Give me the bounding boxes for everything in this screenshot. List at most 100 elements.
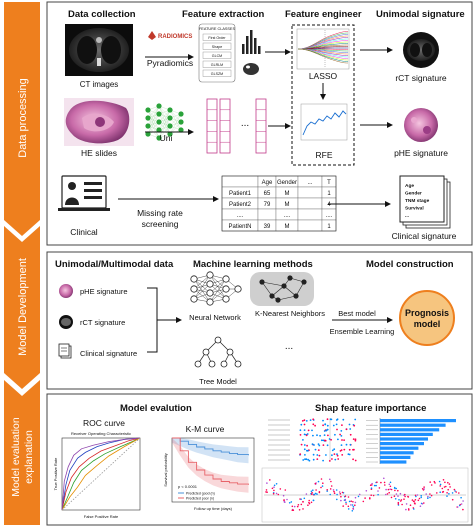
shap-dependence-point <box>446 492 448 494</box>
shap-point <box>348 423 351 426</box>
shap-dependence-point <box>308 499 311 502</box>
doc-line: Age <box>405 183 414 189</box>
shap-point <box>319 434 321 437</box>
shap-dependence-point <box>357 495 360 498</box>
knn-edge <box>261 281 285 287</box>
km-confidence-band <box>172 438 249 493</box>
shap-dependence-point <box>300 503 303 506</box>
shap-point <box>353 448 355 451</box>
stage-tab-data-processing: Data processing <box>4 2 40 236</box>
shap-bar <box>380 460 407 464</box>
shap-point <box>301 420 304 422</box>
neural-network-icon <box>190 271 242 306</box>
knn-node <box>259 279 265 285</box>
phe-signature-small-icon <box>59 284 73 298</box>
shap-dependence-point <box>442 479 445 481</box>
shap-point <box>326 418 329 421</box>
shap-dependence-point <box>312 489 314 492</box>
km-chart: Follow up time (days) Survival probabili… <box>163 437 255 511</box>
shap-bar <box>380 428 440 432</box>
stage-tab-shape <box>4 226 40 389</box>
shap-dependence-point <box>339 492 342 495</box>
nn-node <box>234 285 242 293</box>
prognosis-model-node: Prognosis model <box>399 290 455 346</box>
roc-chart: Receiver Operating Characteristic False … <box>53 431 141 519</box>
shap-dependence-point <box>436 492 438 494</box>
uni-node <box>156 127 162 133</box>
header-feature-extraction: Feature extraction <box>182 9 265 20</box>
shap-point <box>303 433 306 436</box>
shap-dependence-point <box>347 496 350 498</box>
shap-point <box>354 438 357 441</box>
shap-dependence-point <box>310 490 313 493</box>
shap-point <box>349 443 352 446</box>
shap-dependence-point <box>347 505 350 508</box>
uni-edge <box>158 117 171 139</box>
nn-node <box>222 275 230 283</box>
shap-dependence-point <box>417 499 420 502</box>
tree-model-label: Tree Model <box>199 377 237 386</box>
shap-dependence-point <box>416 494 419 496</box>
shap-dependence-point <box>398 499 400 501</box>
shap-point <box>343 439 345 441</box>
stage-label-line2: explanation <box>23 430 35 484</box>
shap-dependence-point <box>271 487 274 490</box>
shap-dependence-point <box>296 505 299 508</box>
shap-dependence-point <box>330 480 332 483</box>
shap-point <box>303 448 306 451</box>
clinical-signature-small-label: Clinical signature <box>80 349 137 358</box>
shap-dependence-point <box>354 504 356 507</box>
doc-line: TNM stage <box>405 198 430 204</box>
shap-dependence-point <box>329 478 331 481</box>
shap-dependence-point <box>388 483 391 486</box>
shap-dependence-point <box>273 484 276 487</box>
shap-dependence-point <box>273 489 275 492</box>
knn-node <box>293 293 299 299</box>
shap-dependence-point <box>444 481 446 484</box>
feature-class-chip <box>202 42 232 50</box>
patch-column <box>255 98 267 154</box>
shap-dependence-point <box>433 480 436 483</box>
feature-class-label: First Order <box>208 36 226 40</box>
shap-point <box>303 419 306 422</box>
shap-dependence-point <box>454 490 456 492</box>
shap-dependence-point <box>310 501 313 504</box>
shap-point <box>314 424 316 427</box>
shap-dependence-point <box>272 492 275 495</box>
shap-dependence-point <box>362 500 365 503</box>
km-legend: Predicted good (n) Predicted poor (n) <box>178 492 215 501</box>
shap-point <box>306 444 308 447</box>
shap-point <box>353 424 356 427</box>
shap-dependence-point <box>318 491 321 494</box>
lasso-path <box>297 48 349 58</box>
shap-point <box>331 458 333 460</box>
input-bracket <box>147 287 158 353</box>
shap-dependence-point <box>350 500 353 503</box>
shap-point <box>317 443 320 445</box>
roc-title: Receiver Operating Characteristic <box>71 431 131 436</box>
uni-node <box>145 115 151 121</box>
shap-point <box>306 433 309 435</box>
shap-dependence-point <box>447 481 449 484</box>
lasso-path <box>297 48 349 61</box>
shap-dependence-point <box>344 499 347 502</box>
shap-dependence-point <box>265 491 267 493</box>
roc-xlabel: False Positive Rate <box>84 514 119 519</box>
shap-dependence-point <box>329 488 332 490</box>
shap-dependence-point <box>279 488 282 490</box>
tree-node <box>226 348 234 356</box>
shap-dependence-point <box>451 492 454 494</box>
shap-point <box>345 428 348 431</box>
shap-dependence-point <box>383 481 386 484</box>
shap-point <box>340 449 343 451</box>
nn-node <box>190 295 198 303</box>
he-slide-image <box>64 98 134 146</box>
shap-point <box>300 443 303 446</box>
shap-dependence-point <box>403 498 405 501</box>
shap-dependence-point <box>386 493 389 495</box>
shap-dependence-point <box>460 503 463 505</box>
shap-point <box>329 418 332 421</box>
shap-point <box>307 449 309 452</box>
ml-ellipsis: ... <box>285 341 293 352</box>
